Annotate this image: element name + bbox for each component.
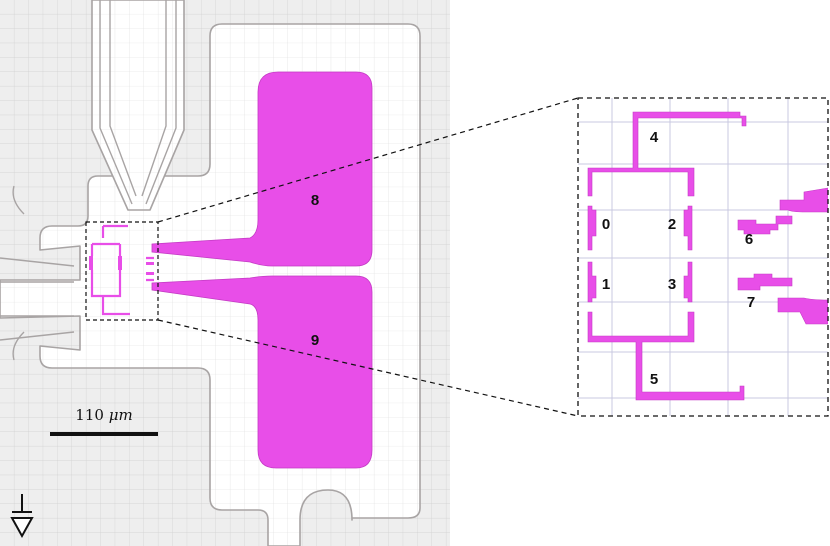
electrode-2-label: 2 <box>668 216 676 233</box>
pad-8-label: 8 <box>311 192 319 209</box>
trap-electrodes-mini <box>90 224 154 316</box>
inset-electrodes <box>587 111 828 401</box>
lead-to-pad-9 <box>777 297 828 325</box>
upper-channel <box>91 0 185 211</box>
electrode-3-label: 3 <box>668 276 676 293</box>
electrode-4 <box>587 111 747 197</box>
electrode-0 <box>587 205 597 251</box>
inset-labels: 4 0 2 1 3 5 6 7 <box>602 129 755 388</box>
electrode-6 <box>737 215 793 235</box>
pad-8 <box>151 71 373 267</box>
pad-9 <box>151 275 373 469</box>
electrode-7 <box>737 273 793 291</box>
channel-walls <box>0 0 177 361</box>
electrode-1-label: 1 <box>602 276 610 293</box>
electrode-5-label: 5 <box>650 371 658 388</box>
inset-view: 4 0 2 1 3 5 6 7 <box>577 97 829 417</box>
electrode-4-label: 4 <box>650 129 659 146</box>
ground-icon <box>10 494 34 539</box>
electrode-3 <box>683 261 693 303</box>
electrode-0-label: 0 <box>602 216 610 233</box>
inset-frame <box>577 97 829 417</box>
scale-bar-label: 110 μm <box>75 406 132 424</box>
electrode-7-label: 7 <box>747 294 755 311</box>
electrode-1 <box>587 261 597 303</box>
zoom-box <box>85 221 159 321</box>
pad-9-label: 9 <box>311 332 319 349</box>
lead-to-pad-8 <box>779 187 828 213</box>
trap-electrodes-mini-pads <box>89 256 154 275</box>
electrode-2 <box>683 205 693 251</box>
main-view: 8 9 110 μm <box>0 0 450 546</box>
electrode-6-label: 6 <box>745 231 753 248</box>
zoom-connectors <box>157 97 579 417</box>
electrode-5 <box>587 311 745 401</box>
